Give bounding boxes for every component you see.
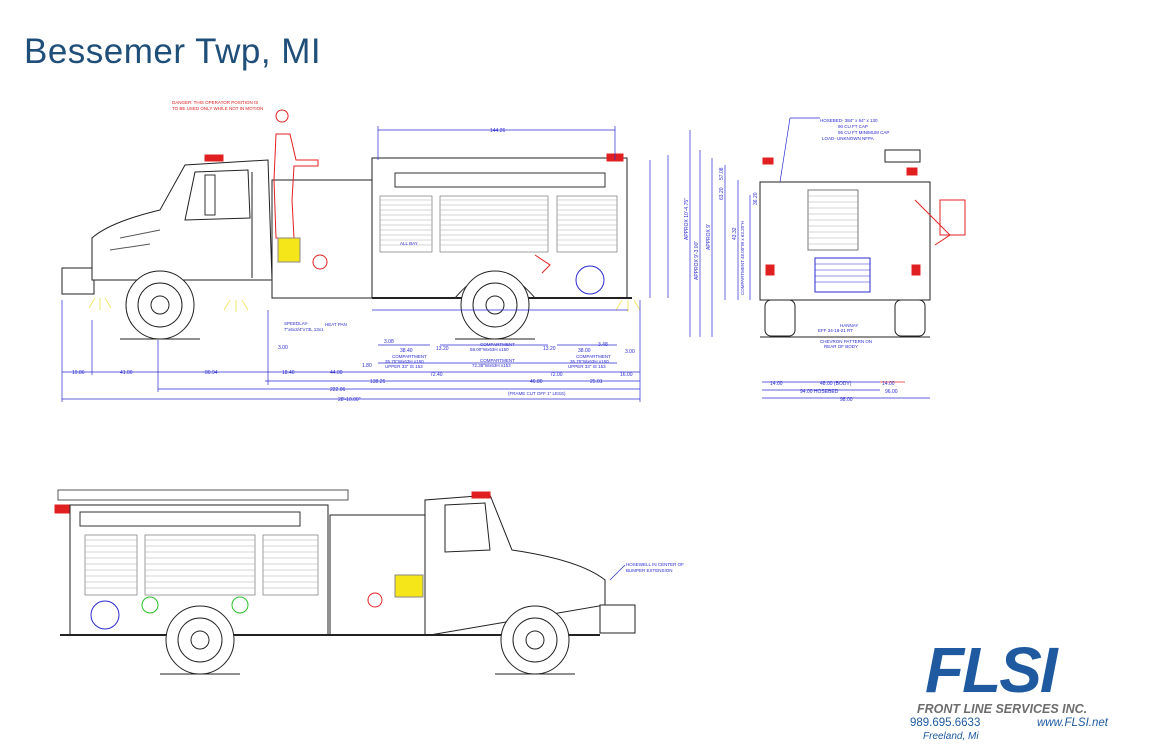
cab xyxy=(91,159,273,281)
page-title: Bessemer Twp, MI xyxy=(24,32,322,71)
dim-label: 72.40 xyxy=(430,372,443,378)
hosebed-note: 95 CU FT MINIMUM CAP xyxy=(838,130,889,135)
dim-label: 80.94 xyxy=(205,370,218,376)
compartment-note: 35.75"Wx63H x150 xyxy=(570,359,609,364)
dim-label: 138.26 xyxy=(370,379,386,385)
logo-phone: 989.695.6633 xyxy=(910,717,981,729)
hosebed-note: 90 CU FT CAP xyxy=(838,124,868,129)
dim-label: 3.48 xyxy=(598,342,608,348)
dim-label: 13.20 xyxy=(436,346,449,352)
logo-city: Freeland, Mi xyxy=(923,731,979,742)
dim-label: 3.08 xyxy=(384,339,394,345)
cab-window xyxy=(184,169,251,221)
dim-label: 36.20 xyxy=(753,192,759,205)
dim-label: APPROX 10'-4.75" xyxy=(684,198,690,240)
dim-label: 3.00 xyxy=(625,349,635,355)
dimension-lines xyxy=(61,126,669,402)
danger-note: DANGER: THIS OPERATOR POSITION IS xyxy=(172,100,258,105)
scene-light-glow xyxy=(88,297,641,312)
dim-label: 14.00 xyxy=(770,381,783,387)
heat-pan-note: HEAT PAN xyxy=(325,322,347,327)
dim-label: 72.00 xyxy=(550,372,563,378)
dim-label: 38.00 xyxy=(578,348,591,354)
logo-url[interactable]: www.FLSI.net xyxy=(1037,717,1108,729)
dim-label: 19.86 xyxy=(72,370,85,376)
rear-dimension-lines xyxy=(689,117,930,399)
side-view-officer xyxy=(54,489,636,675)
hosewell-note: HOSEWELL IN CENTER OF xyxy=(626,562,684,567)
dim-label: 98.00 xyxy=(840,397,853,403)
dim-label: 222.06 xyxy=(330,387,346,393)
logo-mark: FLSI xyxy=(925,634,1058,706)
compartment-note: COMPARTMENT xyxy=(480,358,515,363)
dim-label: 14.00 xyxy=(882,381,895,387)
dim-label: 18.40 xyxy=(282,370,295,376)
rear-wheel xyxy=(165,605,235,675)
dim-label: 3.00 xyxy=(278,345,288,351)
warning-light xyxy=(906,167,918,176)
chevron-note: REAR OF BODY xyxy=(824,344,858,349)
step-box xyxy=(277,237,301,263)
compartment-note: COMPARTMENT xyxy=(576,354,611,359)
warning-light xyxy=(204,154,224,162)
dim-label: 46.80 xyxy=(530,379,543,385)
compartment-note: UPPER 33" IS 153 xyxy=(385,364,423,369)
dimension-labels: 19.86 41.00 80.94 18.40 44.00 3.00 1.80 … xyxy=(72,100,635,403)
reel-note: EFF 34-18-21 RT xyxy=(818,328,853,333)
front-wheel xyxy=(500,605,570,675)
dim-label: 16.00 xyxy=(620,372,633,378)
dim-label: 94.00 HOSEBED xyxy=(800,389,839,395)
reel-note: HANNAY xyxy=(840,323,858,328)
dim-label: 63.20 xyxy=(719,187,725,200)
compartment-note: UPPER 33" IS 153 xyxy=(568,364,606,369)
hosewell-note: BUMPER EXTENSION xyxy=(626,568,673,573)
operator-figure-icon xyxy=(273,109,319,239)
compartment-note: 35.75"Wx63H x150 xyxy=(385,359,424,364)
warning-light xyxy=(54,504,70,514)
roll-up-door xyxy=(379,195,618,253)
dim-label: 57.08 xyxy=(719,167,725,180)
rear-wheel xyxy=(460,270,530,340)
dim-label: 96.00 xyxy=(885,389,898,395)
dim-label: APPROX 9'-3.00" xyxy=(694,241,700,280)
dim-label: 43.32 xyxy=(732,227,738,240)
warning-light xyxy=(762,157,774,165)
tail-light xyxy=(911,264,921,276)
compartment-note: COMPARTMENT xyxy=(480,342,515,347)
warning-light xyxy=(471,491,491,499)
rear-labels: 14.00 48.00 (BODY) 14.00 94.00 HOSEBED 9… xyxy=(684,118,898,403)
dim-label: 38.40 xyxy=(400,348,413,354)
rear-view xyxy=(759,149,966,338)
danger-note: TO BE USED ONLY WHILE NOT IN MOTION xyxy=(172,106,263,111)
flsi-logo: FLSI FRONT LINE SERVICES INC. 989.695.66… xyxy=(905,638,1145,746)
frame-cut-note: (FRAME CUT OFF 1" LESS) xyxy=(508,391,566,396)
step-box xyxy=(394,574,424,598)
compartment-note: 72.38"Wx63H x153 xyxy=(472,363,511,368)
dim-label: 48.00 (BODY) xyxy=(820,381,852,387)
logo-company: FRONT LINE SERVICES INC. xyxy=(917,702,1088,716)
dim-label: 13.20 xyxy=(543,346,556,352)
dim-label: 41.00 xyxy=(120,370,133,376)
dim-label: 25.01 xyxy=(590,379,603,385)
tail-light xyxy=(765,264,775,276)
chevron-note: CHEVRON PATTERN ON xyxy=(820,339,872,344)
bottom-labels: HOSEWELL IN CENTER OF BUMPER EXTENSION xyxy=(626,562,684,573)
dim-label: 1.80 xyxy=(362,363,372,369)
dim-label: APPROX 9' xyxy=(706,224,712,250)
speedlay-note: 7"x6x3/4"x73L 13x1 xyxy=(284,327,324,332)
compartment-note: COMPARTMENT xyxy=(392,354,427,359)
body-label: ALL BAY xyxy=(400,241,418,246)
front-wheel xyxy=(125,270,195,340)
compartment-note: 58.00"Wx63H x150 xyxy=(470,347,509,352)
speedlay-note: SPEEDLAY- xyxy=(284,321,309,326)
front-bumper xyxy=(599,604,636,634)
dim-label: 28'-10.00" xyxy=(338,397,361,403)
hosebed-note: LOAD- UNKNOWN NFPA xyxy=(822,136,874,141)
dim-label: 144.26 xyxy=(490,128,506,134)
front-bumper xyxy=(61,267,95,295)
dim-label: COMPARTMENT 48.00"W x 63.20"H xyxy=(740,221,745,295)
dim-label: 44.00 xyxy=(330,370,343,376)
hosebed-note: HOSEBED- 384" x 64" x 130 xyxy=(820,118,878,123)
side-view-driver xyxy=(61,109,632,340)
